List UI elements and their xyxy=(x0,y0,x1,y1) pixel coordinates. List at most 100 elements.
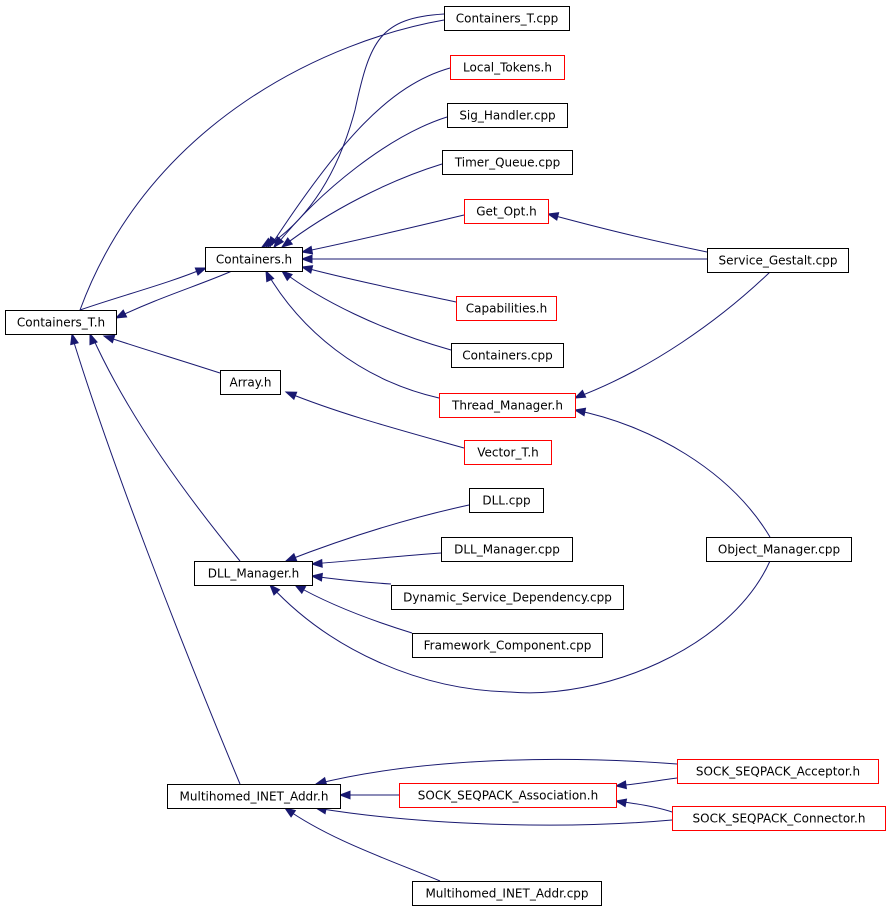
node-label: Containers_T.h xyxy=(17,316,105,330)
node-label: Containers_T.cpp xyxy=(456,12,558,26)
edge-arrowhead xyxy=(89,332,98,346)
node-label: Object_Manager.cpp xyxy=(718,543,840,557)
edge-arrowhead xyxy=(300,254,313,264)
edge-multihomed_inet_addr_h-to-containers_t_h xyxy=(70,332,241,785)
edge-arrowhead xyxy=(280,270,293,282)
edge-line xyxy=(103,335,221,374)
node-label: Dynamic_Service_Dependency.cpp xyxy=(403,591,612,605)
node-box[interactable] xyxy=(441,537,573,562)
node-containers-t-cpp[interactable]: Containers_T.cpp xyxy=(444,6,570,31)
node-vector-t-h[interactable]: Vector_T.h xyxy=(464,440,552,465)
edge-capabilities_h-to-containers_h xyxy=(300,265,457,303)
node-containers-t-h[interactable]: Containers_T.h xyxy=(5,310,117,335)
edge-sig_handler_cpp-to-containers_h xyxy=(273,116,448,249)
node-label: Containers.cpp xyxy=(462,349,553,363)
node-box[interactable] xyxy=(677,759,879,784)
edge-service_gestalt_cpp-to-get_opt_h xyxy=(546,212,708,253)
node-label: DLL_Manager.cpp xyxy=(454,543,560,557)
node-service-gestalt-cpp[interactable]: Service_Gestalt.cpp xyxy=(707,248,849,273)
edge-arrowhead xyxy=(114,309,128,319)
edge-line xyxy=(294,584,413,634)
node-label: Containers.h xyxy=(216,253,292,267)
node-box[interactable] xyxy=(194,561,313,586)
edge-get_opt_h-to-containers_h xyxy=(300,214,465,255)
edge-line xyxy=(311,575,392,585)
node-box[interactable] xyxy=(444,6,570,31)
node-box[interactable] xyxy=(672,806,886,831)
node-box[interactable] xyxy=(442,150,573,175)
node-box[interactable] xyxy=(447,103,568,128)
edge-line xyxy=(71,335,241,785)
node-local-tokens-h[interactable]: Local_Tokens.h xyxy=(450,55,565,80)
node-box[interactable] xyxy=(5,310,117,335)
node-containers-cpp[interactable]: Containers.cpp xyxy=(451,343,564,368)
edge-object_manager_cpp-to-dll_manager_h xyxy=(269,560,771,694)
edge-arrowhead xyxy=(70,332,79,346)
node-multihomed-inet-addr-cpp[interactable]: Multihomed_INET_Addr.cpp xyxy=(412,881,602,906)
node-box[interactable] xyxy=(412,881,602,906)
node-timer-queue-cpp[interactable]: Timer_Queue.cpp xyxy=(442,150,573,175)
edge-arrowhead xyxy=(310,572,323,582)
node-box[interactable] xyxy=(167,784,341,809)
node-box[interactable] xyxy=(220,370,281,395)
edge-sock_seqpack_connector_h-to-sock_seqpack_association_h xyxy=(614,798,673,813)
node-dll-cpp[interactable]: DLL.cpp xyxy=(469,488,544,513)
node-box[interactable] xyxy=(412,633,603,658)
node-sock-seqpack-connector-h[interactable]: SOCK_SEQPACK_Connector.h xyxy=(672,806,886,831)
edge-line xyxy=(285,391,465,449)
node-dll-manager-h[interactable]: DLL_Manager.h xyxy=(194,561,313,586)
node-containers-h[interactable]: Containers.h xyxy=(205,247,303,272)
edge-arrowhead xyxy=(573,389,587,399)
edge-service_gestalt_cpp-to-containers_h xyxy=(300,254,707,264)
node-label: Vector_T.h xyxy=(477,446,539,460)
edge-dll_cpp-to-dll_manager_h xyxy=(284,504,470,562)
edge-dynamic_service_dependency_cpp-to-dll_manager_h xyxy=(310,572,392,585)
edge-arrowhead xyxy=(614,798,628,808)
edge-arrowhead xyxy=(280,237,294,248)
node-framework-component-cpp[interactable]: Framework_Component.cpp xyxy=(412,633,603,658)
node-box[interactable] xyxy=(464,440,552,465)
node-box[interactable] xyxy=(464,199,549,224)
node-sig-handler-cpp[interactable]: Sig_Handler.cpp xyxy=(447,103,568,128)
node-object-manager-cpp[interactable]: Object_Manager.cpp xyxy=(706,537,852,562)
node-box[interactable] xyxy=(450,55,565,80)
node-array-h[interactable]: Array.h xyxy=(220,370,281,395)
node-box[interactable] xyxy=(707,248,849,273)
edge-arrowhead xyxy=(284,552,298,562)
node-label: Service_Gestalt.cpp xyxy=(718,254,837,268)
node-label: SOCK_SEQPACK_Connector.h xyxy=(693,812,866,826)
edge-dll_manager_h-to-containers_t_h xyxy=(89,332,241,562)
node-get-opt-h[interactable]: Get_Opt.h xyxy=(464,199,549,224)
edge-line xyxy=(301,266,457,303)
node-box[interactable] xyxy=(391,585,624,610)
edge-containers_cpp-to-containers_h xyxy=(280,270,452,351)
edge-service_gestalt_cpp-to-thread_manager_h xyxy=(573,271,771,399)
edge-arrowhead xyxy=(269,583,281,596)
edge-arrowhead xyxy=(194,267,208,276)
edge-local_tokens_h-to-containers_h xyxy=(267,67,451,249)
edge-line xyxy=(311,552,442,565)
edge-containers_h-to-containers_t_h xyxy=(114,270,233,319)
node-box[interactable] xyxy=(456,296,557,321)
node-box[interactable] xyxy=(205,247,303,272)
node-sock-seqpack-acceptor-h[interactable]: SOCK_SEQPACK_Acceptor.h xyxy=(677,759,879,784)
node-label: Framework_Component.cpp xyxy=(424,639,592,653)
edge-line xyxy=(574,409,771,538)
edge-line xyxy=(115,270,233,319)
node-capabilities-h[interactable]: Capabilities.h xyxy=(456,296,557,321)
node-sock-seqpack-association-h[interactable]: SOCK_SEQPACK_Association.h xyxy=(399,783,617,808)
node-dll-manager-cpp[interactable]: DLL_Manager.cpp xyxy=(441,537,573,562)
edge-line xyxy=(315,807,673,826)
edge-line xyxy=(281,270,452,351)
node-box[interactable] xyxy=(399,783,617,808)
node-box[interactable] xyxy=(439,393,576,418)
node-thread-manager-h[interactable]: Thread_Manager.h xyxy=(439,393,576,418)
node-dynamic-service-dependency-cpp[interactable]: Dynamic_Service_Dependency.cpp xyxy=(391,585,624,610)
node-box[interactable] xyxy=(469,488,544,513)
node-label: Capabilities.h xyxy=(466,302,547,316)
node-box[interactable] xyxy=(706,537,852,562)
node-multihomed-inet-addr-h[interactable]: Multihomed_INET_Addr.h xyxy=(167,784,341,809)
node-box[interactable] xyxy=(451,343,564,368)
edge-arrowhead xyxy=(546,212,560,221)
